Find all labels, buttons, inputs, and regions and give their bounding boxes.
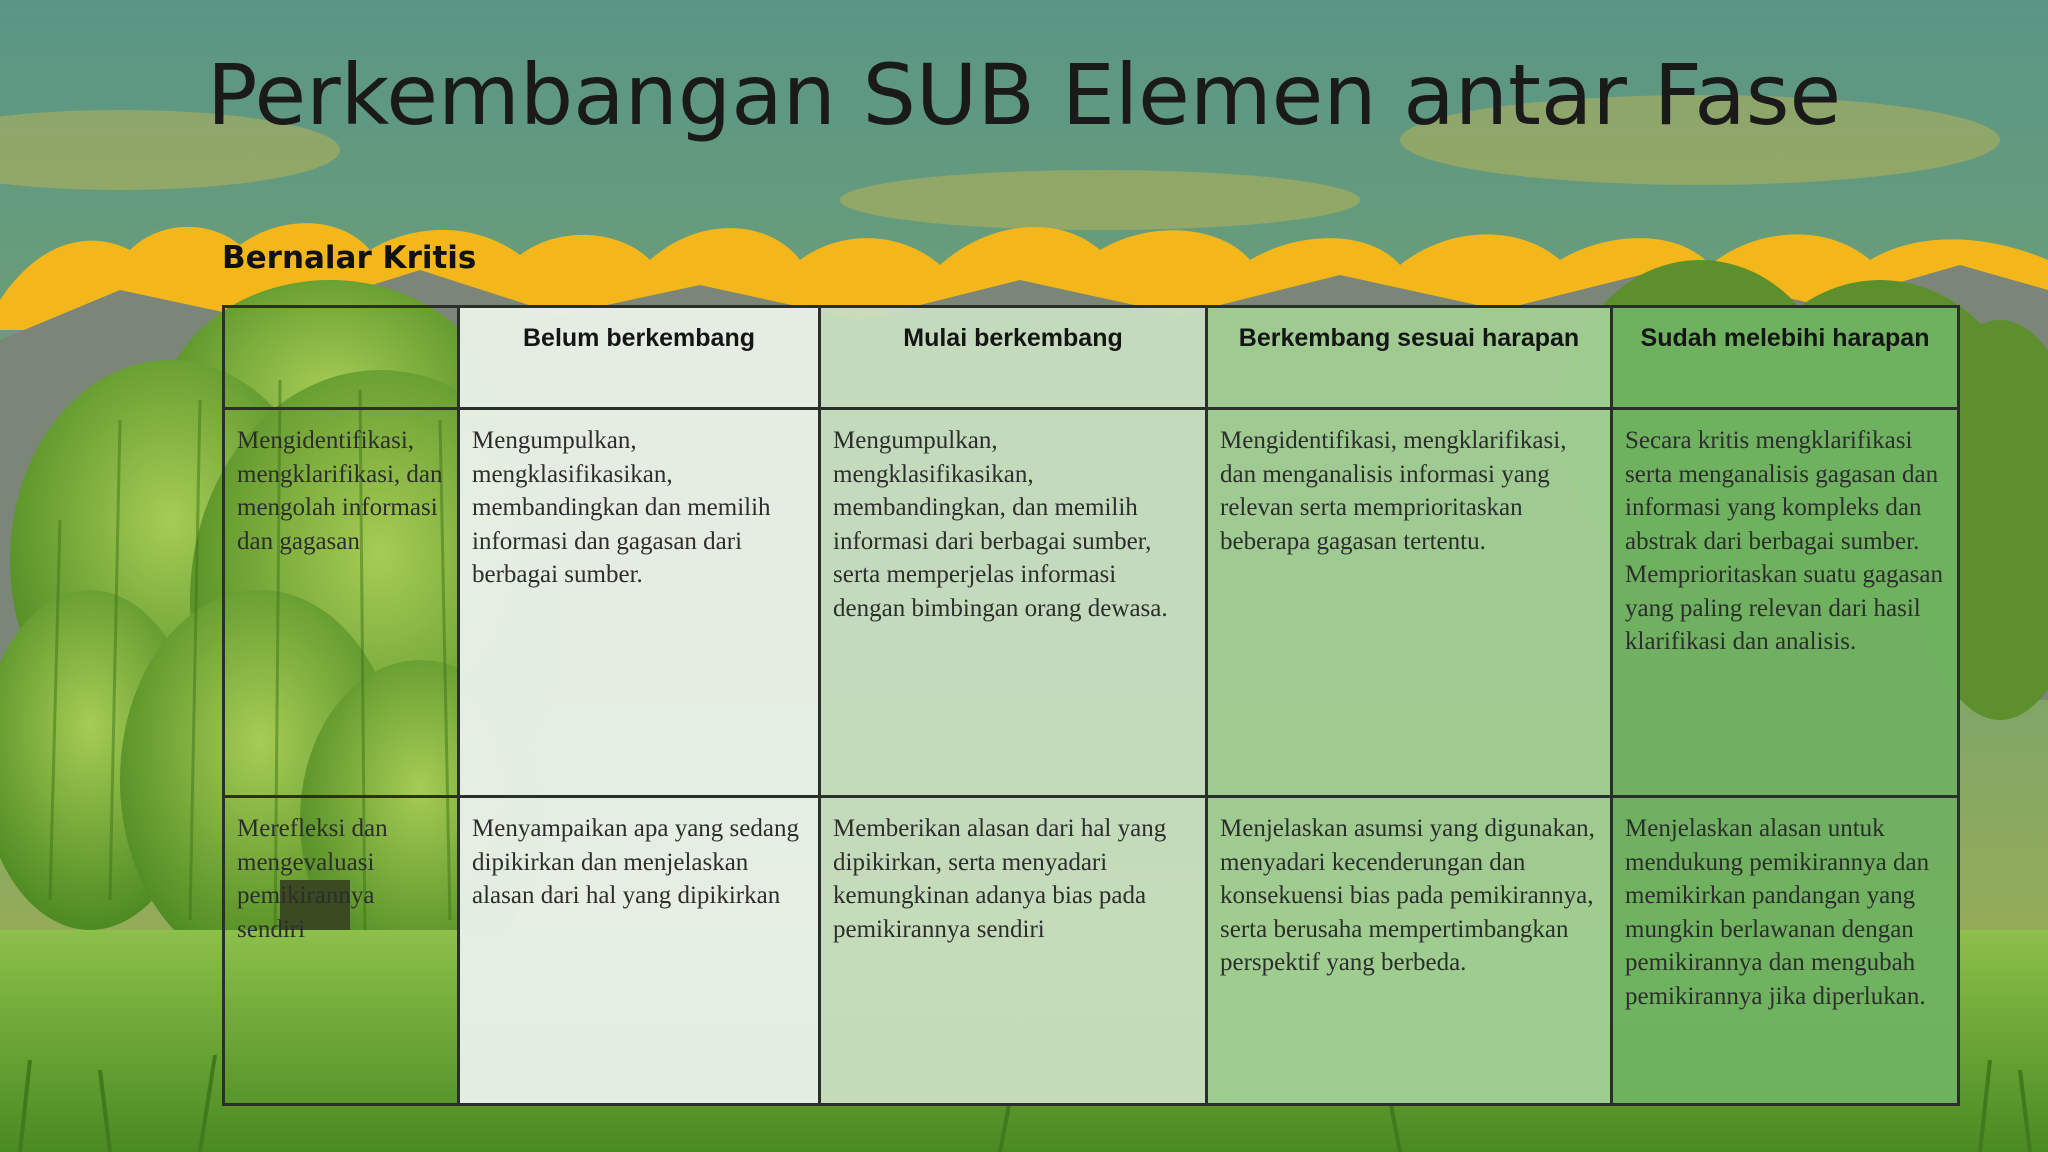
slide-title: Perkembangan SUB Elemen antar Fase bbox=[206, 46, 1842, 144]
table-cell: Memberikan alasan dari hal yang dipikirk… bbox=[818, 795, 1208, 1106]
header-mulai-berkembang: Mulai berkembang bbox=[818, 305, 1208, 410]
header-berkembang-sesuai-harapan: Berkembang sesuai harapan bbox=[1205, 305, 1613, 410]
table-cell: Mengumpulkan, mengklasifikasikan, memban… bbox=[457, 407, 821, 798]
header-belum-berkembang: Belum berkembang bbox=[457, 305, 821, 410]
table-cell: Menyampaikan apa yang sedang dipikirkan … bbox=[457, 795, 821, 1106]
table-cell: Secara kritis mengklarifikasi serta meng… bbox=[1610, 407, 1960, 798]
sky-cloud-streaks bbox=[0, 95, 2000, 230]
table-row: Merefleksi dan mengevaluasi pemikirannya… bbox=[222, 795, 1960, 1106]
row-label: Mengidentifikasi, mengklarifikasi, dan m… bbox=[222, 407, 460, 798]
table-cell: Mengumpulkan, mengklasifikasikan, memban… bbox=[818, 407, 1208, 798]
table-cell: Mengidentifikasi, mengklarifikasi, dan m… bbox=[1205, 407, 1613, 798]
slide-subtitle: Bernalar Kritis bbox=[222, 240, 477, 276]
header-cell-empty bbox=[222, 305, 460, 410]
rubric-table: Belum berkembang Mulai berkembang Berkem… bbox=[222, 305, 1960, 1106]
table-header-row: Belum berkembang Mulai berkembang Berkem… bbox=[222, 305, 1960, 410]
table-cell: Menjelaskan asumsi yang digunakan, menya… bbox=[1205, 795, 1613, 1106]
header-sudah-melebihi-harapan: Sudah melebihi harapan bbox=[1610, 305, 1960, 410]
table-cell: Menjelaskan alasan untuk mendukung pemik… bbox=[1610, 795, 1960, 1106]
grass-blades bbox=[18, 1054, 2032, 1152]
row-label: Merefleksi dan mengevaluasi pemikirannya… bbox=[222, 795, 460, 1106]
table-row: Mengidentifikasi, mengklarifikasi, dan m… bbox=[222, 407, 1960, 798]
